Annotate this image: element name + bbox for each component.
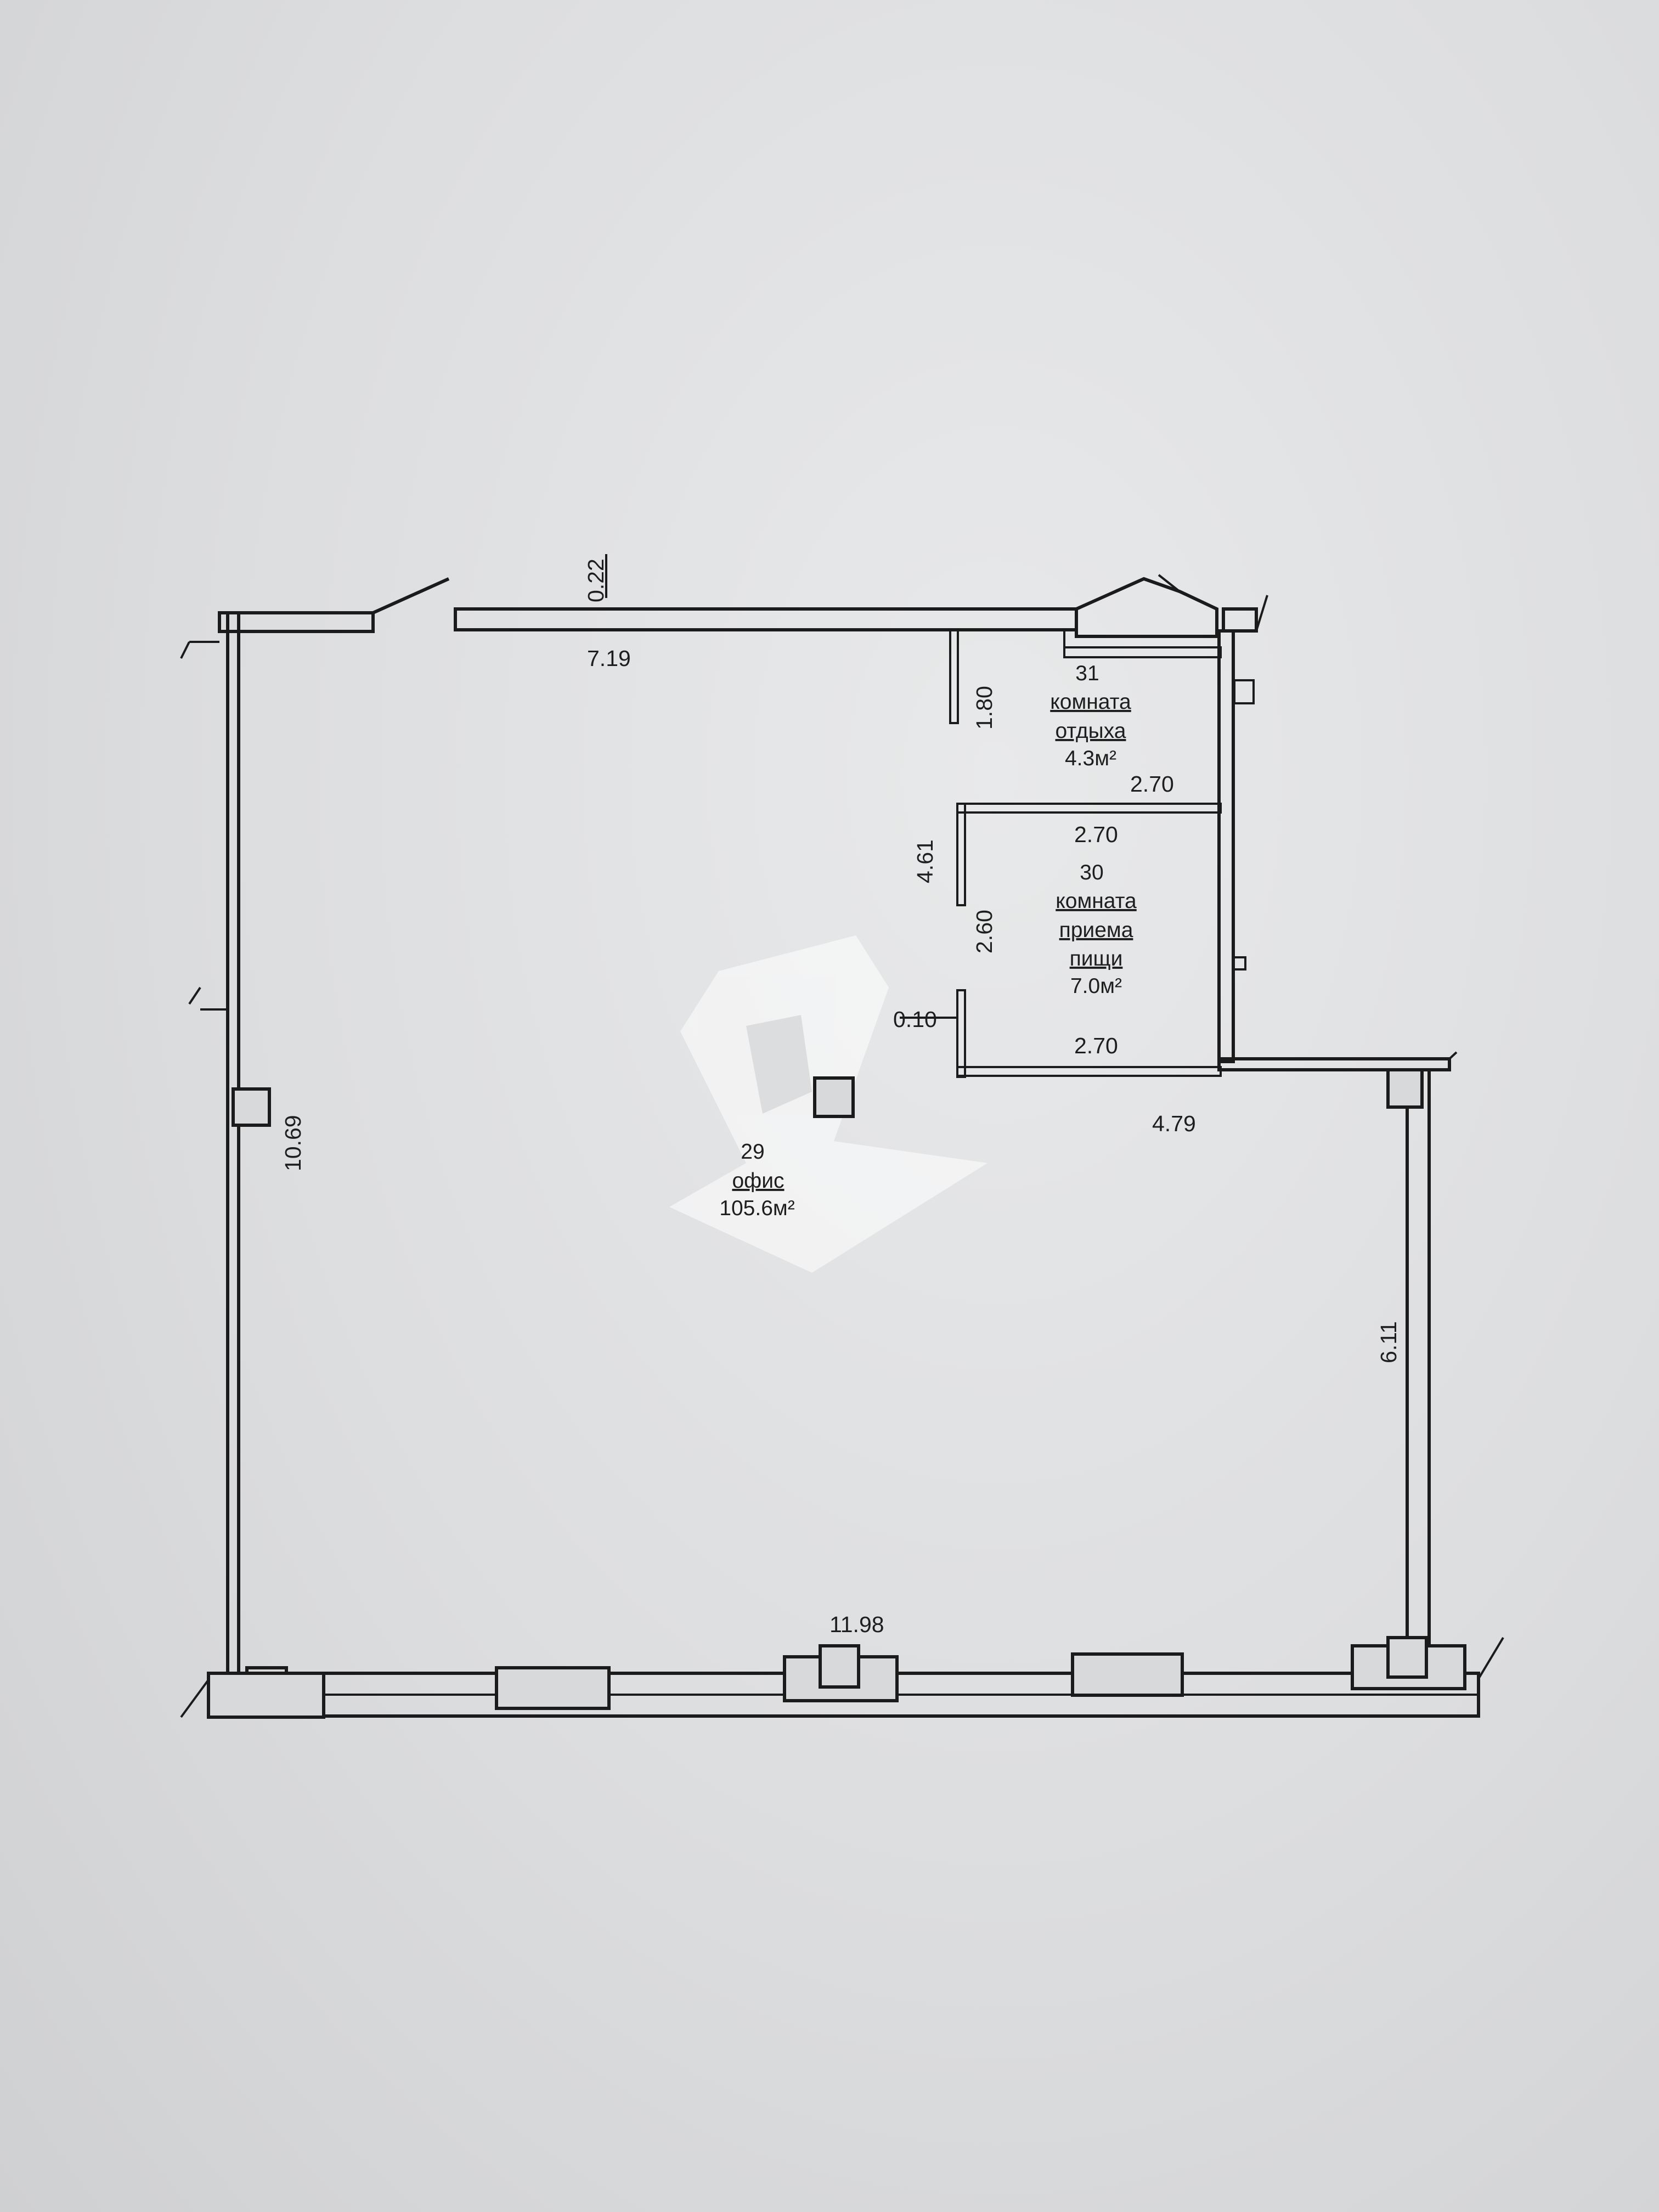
partition-room30-left-top [956,803,966,906]
top-left-wall-stub [218,611,375,633]
partition-room31-room30 [956,803,1222,814]
window-bottom-2 [1071,1652,1184,1697]
dim-left-wall-length: 10.69 [280,1115,306,1171]
dim-partition-upper: 1.80 [972,686,997,730]
left-wall [226,611,240,1681]
room-30-name-line3: пищи [1070,947,1123,970]
partition-room30-bottom [956,1066,1222,1077]
room-29-label: 29 офис 105.6м² [719,1140,794,1220]
interior-partitions [180,554,1222,1078]
room-30-name-line1: комната [1056,889,1137,913]
room-29-number: 29 [741,1140,764,1164]
room-31-label: 31 комната отдыха 4.3м² [1050,662,1131,770]
dim-room30-width-top: 2.70 [1074,822,1118,847]
top-wall [454,607,1078,631]
room-31-name-line1: комната [1050,690,1131,714]
top-right-wall-stub [1222,607,1258,633]
room-31-name-line2: отдыха [1056,719,1126,743]
window-bottom-1 [495,1666,611,1710]
room-30-name-line2: приема [1059,918,1133,942]
dim-bottom-wall-length: 11.98 [830,1612,884,1637]
dim-partition-thickness: 0.10 [893,1007,937,1032]
dim-room30-width-bottom: 2.70 [1074,1033,1118,1058]
dim-room31-width: 2.70 [1130,771,1174,797]
room-31-number: 31 [1075,662,1099,685]
room-31-area: 4.3м² [1065,747,1116,770]
column-left [232,1087,271,1127]
dim-step-length: 4.79 [1152,1111,1196,1136]
partition-upper [949,629,959,724]
structural-columns [207,1068,1466,1719]
dim-top-wall-length: 7.19 [587,646,631,671]
dim-right-wall-length: 6.11 [1376,1321,1401,1363]
dim-partition-height: 4.61 [912,839,938,883]
column-right-top [1386,1068,1424,1109]
right-wall [1406,1068,1431,1661]
dim-room30-depth: 2.60 [972,910,997,953]
room-30-number: 30 [1080,861,1103,884]
room-29-name-line1: офис [732,1169,784,1193]
dim-top-wall-thickness: 0.22 [583,558,608,602]
room-30-area: 7.0м² [1070,974,1122,998]
top-niche [1075,577,1218,638]
step-wall [1217,1057,1451,1071]
service-rooms-right-wall [1217,629,1235,1063]
room-29-area: 105.6м² [719,1197,794,1220]
partition-room30-left-bottom [956,989,966,1078]
room-30-label: 30 комната приема пищи 7.0м² [1056,861,1137,998]
dimension-labels: 0.22 7.19 1.80 2.70 2.70 4.61 2.60 0.10 … [280,558,1401,1637]
column-center [813,1076,855,1118]
column-bottom-mid [819,1644,860,1689]
column-bottom-right [1386,1636,1428,1679]
